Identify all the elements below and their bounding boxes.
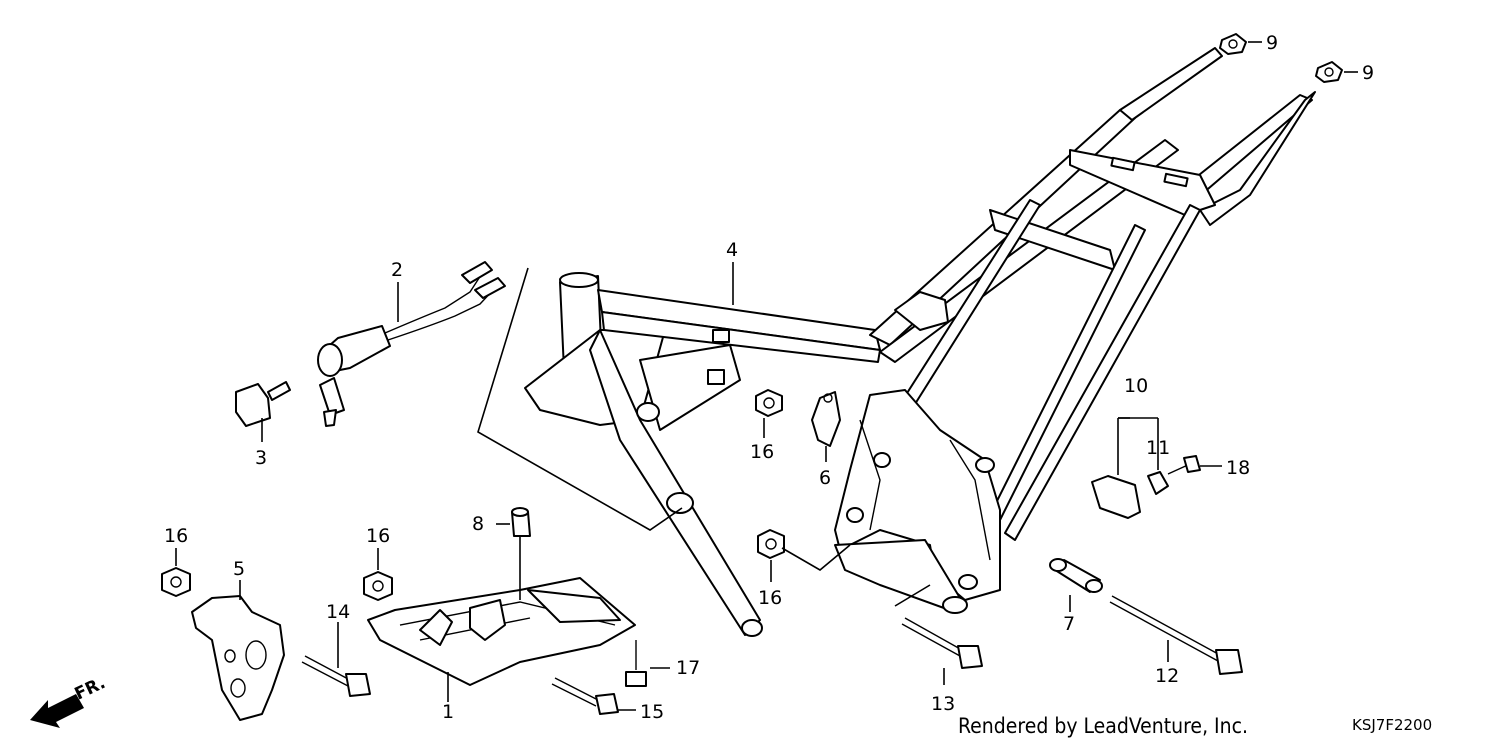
skid-plate-1 xyxy=(367,577,636,686)
callout-6: 6 xyxy=(819,467,831,489)
callout-10: 10 xyxy=(1124,375,1148,397)
bracket-5 xyxy=(191,595,285,721)
callout-12: 12 xyxy=(1155,665,1179,687)
callout-4: 4 xyxy=(726,239,738,261)
callout-11: 11 xyxy=(1146,437,1170,459)
front-label: FR. xyxy=(72,673,109,704)
front-direction-indicator: FR. xyxy=(30,673,109,728)
nut-9-right xyxy=(1315,61,1343,83)
nut-16-d xyxy=(757,529,785,559)
callout-15: 15 xyxy=(640,701,664,723)
mount-block-11 xyxy=(1091,471,1169,519)
bolt-15 xyxy=(551,677,619,715)
callout-13: 13 xyxy=(931,693,955,715)
callout-8: 8 xyxy=(472,513,484,535)
callout-9-right: 9 xyxy=(1362,62,1374,84)
nut-9-top xyxy=(1219,33,1247,55)
callout-1: 1 xyxy=(442,701,454,723)
bolt-17 xyxy=(625,640,647,687)
callout-16-d: 16 xyxy=(758,587,782,609)
callout-17: 17 xyxy=(676,657,700,679)
callout-labels: 1 2 3 4 5 6 7 8 9 9 10 11 12 13 14 15 16… xyxy=(164,32,1374,723)
callout-3: 3 xyxy=(255,447,267,469)
bolt-13 xyxy=(901,617,983,669)
callout-16-c: 16 xyxy=(750,441,774,463)
nut-16-b xyxy=(363,571,393,601)
ignition-switch xyxy=(317,261,506,427)
leader-lines xyxy=(175,41,1358,711)
callout-14: 14 xyxy=(326,601,350,623)
callout-2: 2 xyxy=(391,259,403,281)
collar-8 xyxy=(511,507,531,537)
credit-text: Rendered by LeadVenture, Inc. xyxy=(958,714,1248,738)
clip-6 xyxy=(811,391,841,447)
callout-18: 18 xyxy=(1226,457,1250,479)
callout-16-b: 16 xyxy=(366,525,390,547)
callout-5: 5 xyxy=(233,558,245,580)
frame-body xyxy=(524,47,1316,637)
bolt-18 xyxy=(1167,455,1201,475)
callout-7: 7 xyxy=(1063,613,1075,635)
bolt-12 xyxy=(1109,595,1243,675)
nut-16-c xyxy=(755,389,783,417)
front-arrow-icon xyxy=(30,694,84,728)
diagram-code: KSJ7F2200 xyxy=(1352,716,1432,734)
bolt-14 xyxy=(301,655,371,697)
callout-9-top: 9 xyxy=(1266,32,1278,54)
spacer-7 xyxy=(1049,558,1103,593)
ignition-key-3 xyxy=(235,381,291,427)
nut-16-a xyxy=(161,567,191,597)
callout-16-a: 16 xyxy=(164,525,188,547)
